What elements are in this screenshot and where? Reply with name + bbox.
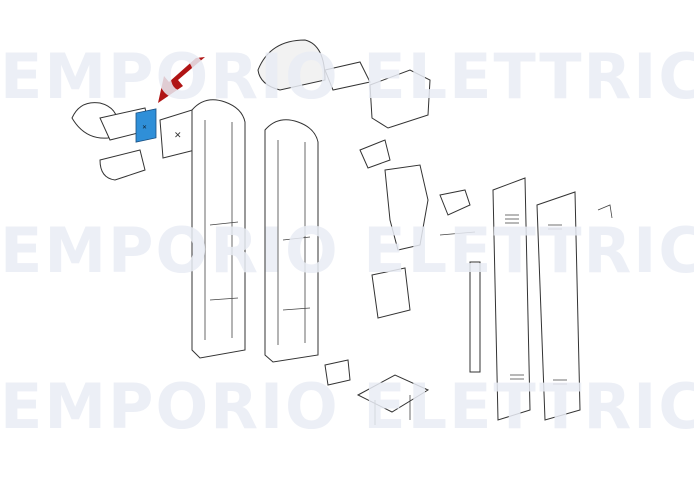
- anchor-plate: [356, 374, 430, 413]
- side-panel-2: [536, 191, 581, 421]
- highlighted-mounting-plate[interactable]: [135, 108, 157, 143]
- bracket-small: [359, 139, 391, 169]
- control-box: [369, 69, 431, 129]
- transformer: [371, 267, 411, 319]
- side-panel-1: [492, 177, 531, 421]
- barrier-column-1: [191, 99, 246, 359]
- small-bracket: [597, 204, 613, 219]
- barrier-column-2: [264, 119, 319, 363]
- plate-cross-icon: ✕: [174, 131, 182, 141]
- lever-arm: [439, 189, 471, 216]
- balancing-spring: [469, 261, 481, 373]
- terminal-block: [324, 359, 351, 386]
- watermark: EMPORIO ELETTRICO EMPORIO ELETTRICO EMPO…: [0, 40, 694, 443]
- circuit-board: [324, 61, 371, 91]
- watermark-text-2: EMPORIO ELETTRICO: [0, 214, 694, 287]
- top-cover: [257, 39, 326, 91]
- rod: [439, 231, 476, 236]
- bracket-assembly: ✕: [71, 102, 196, 181]
- pointer-arrow: [158, 57, 205, 103]
- gear-motor: [384, 164, 429, 251]
- highlighted-plate-cross-icon: ✕: [142, 124, 147, 131]
